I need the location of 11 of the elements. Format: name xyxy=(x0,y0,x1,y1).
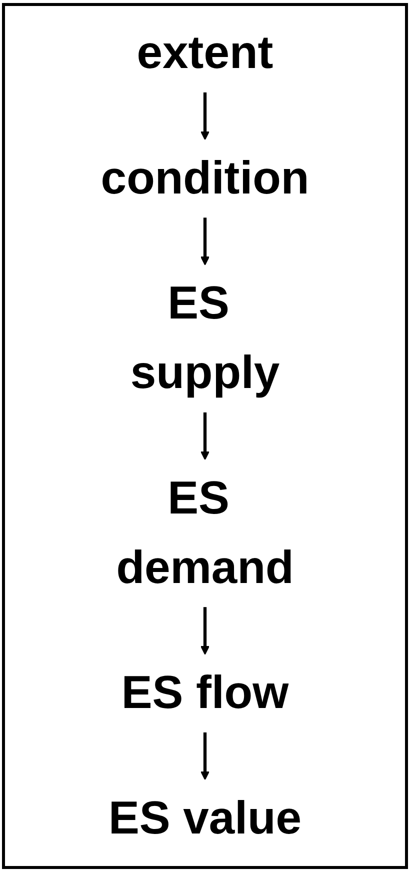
arrow xyxy=(200,92,210,140)
node-text: condition xyxy=(100,152,310,204)
node-text: extent xyxy=(136,27,274,79)
arrow xyxy=(200,607,210,655)
node-text: ES supply xyxy=(130,278,280,399)
node-text: ES value xyxy=(108,792,302,844)
node-text: ES flow xyxy=(121,667,289,719)
arrow xyxy=(200,732,210,780)
node-text: ES demand xyxy=(116,472,294,594)
arrow xyxy=(200,218,210,266)
arrow xyxy=(200,412,210,460)
